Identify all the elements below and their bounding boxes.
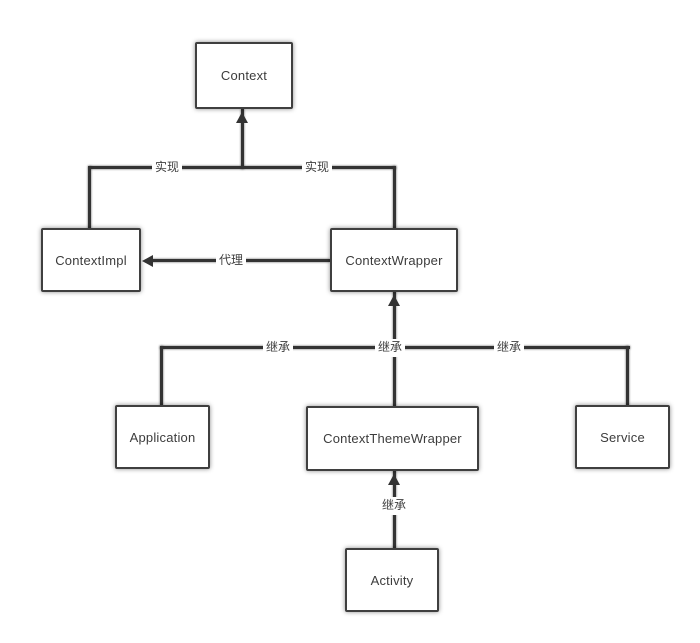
edge-label-implements-left: 实现 — [152, 159, 183, 177]
arrowhead-up-to-contextthemewrapper — [388, 474, 400, 485]
node-label: ContextWrapper — [345, 252, 443, 268]
edge-contextimpl-stem — [88, 166, 91, 229]
node-activity: Activity — [345, 548, 439, 612]
edge-implements-branch — [89, 166, 396, 169]
edge-label-inherit-service: 继承 — [494, 339, 525, 357]
node-label: Context — [220, 68, 268, 83]
node-label: ContextImpl — [55, 252, 127, 268]
edge-application-stem — [160, 346, 163, 406]
edge-label-inherit-application: 继承 — [263, 339, 294, 357]
arrowhead-left-to-contextimpl — [142, 255, 153, 267]
edge-label-implements-right: 实现 — [302, 159, 333, 177]
node-contextwrapper: ContextWrapper — [330, 228, 458, 292]
node-label: Service — [600, 429, 645, 445]
arrowhead-up-to-contextwrapper — [388, 295, 400, 306]
node-label: Application — [129, 429, 196, 445]
node-application: Application — [115, 405, 210, 469]
node-label: Activity — [370, 572, 414, 588]
edge-contextthemewrapper-stem — [393, 346, 396, 407]
node-contextthemewrapper: ContextThemeWrapper — [306, 406, 479, 471]
node-contextimpl: ContextImpl — [41, 228, 141, 292]
edge-label-inherit-activity: 继承 — [379, 497, 410, 515]
node-context: Context — [195, 42, 293, 109]
node-service: Service — [575, 405, 670, 469]
edge-context-stem — [241, 109, 244, 169]
edge-service-stem — [626, 346, 629, 406]
node-label: ContextThemeWrapper — [323, 431, 462, 446]
edge-label-inherit-contextthemewrapper: 继承 — [375, 339, 406, 357]
edge-contextwrapper-stem — [393, 166, 396, 229]
edge-label-proxy: 代理 — [216, 252, 247, 270]
arrowhead-up-to-context — [236, 112, 248, 123]
edge-contextwrapper-down — [393, 291, 396, 349]
